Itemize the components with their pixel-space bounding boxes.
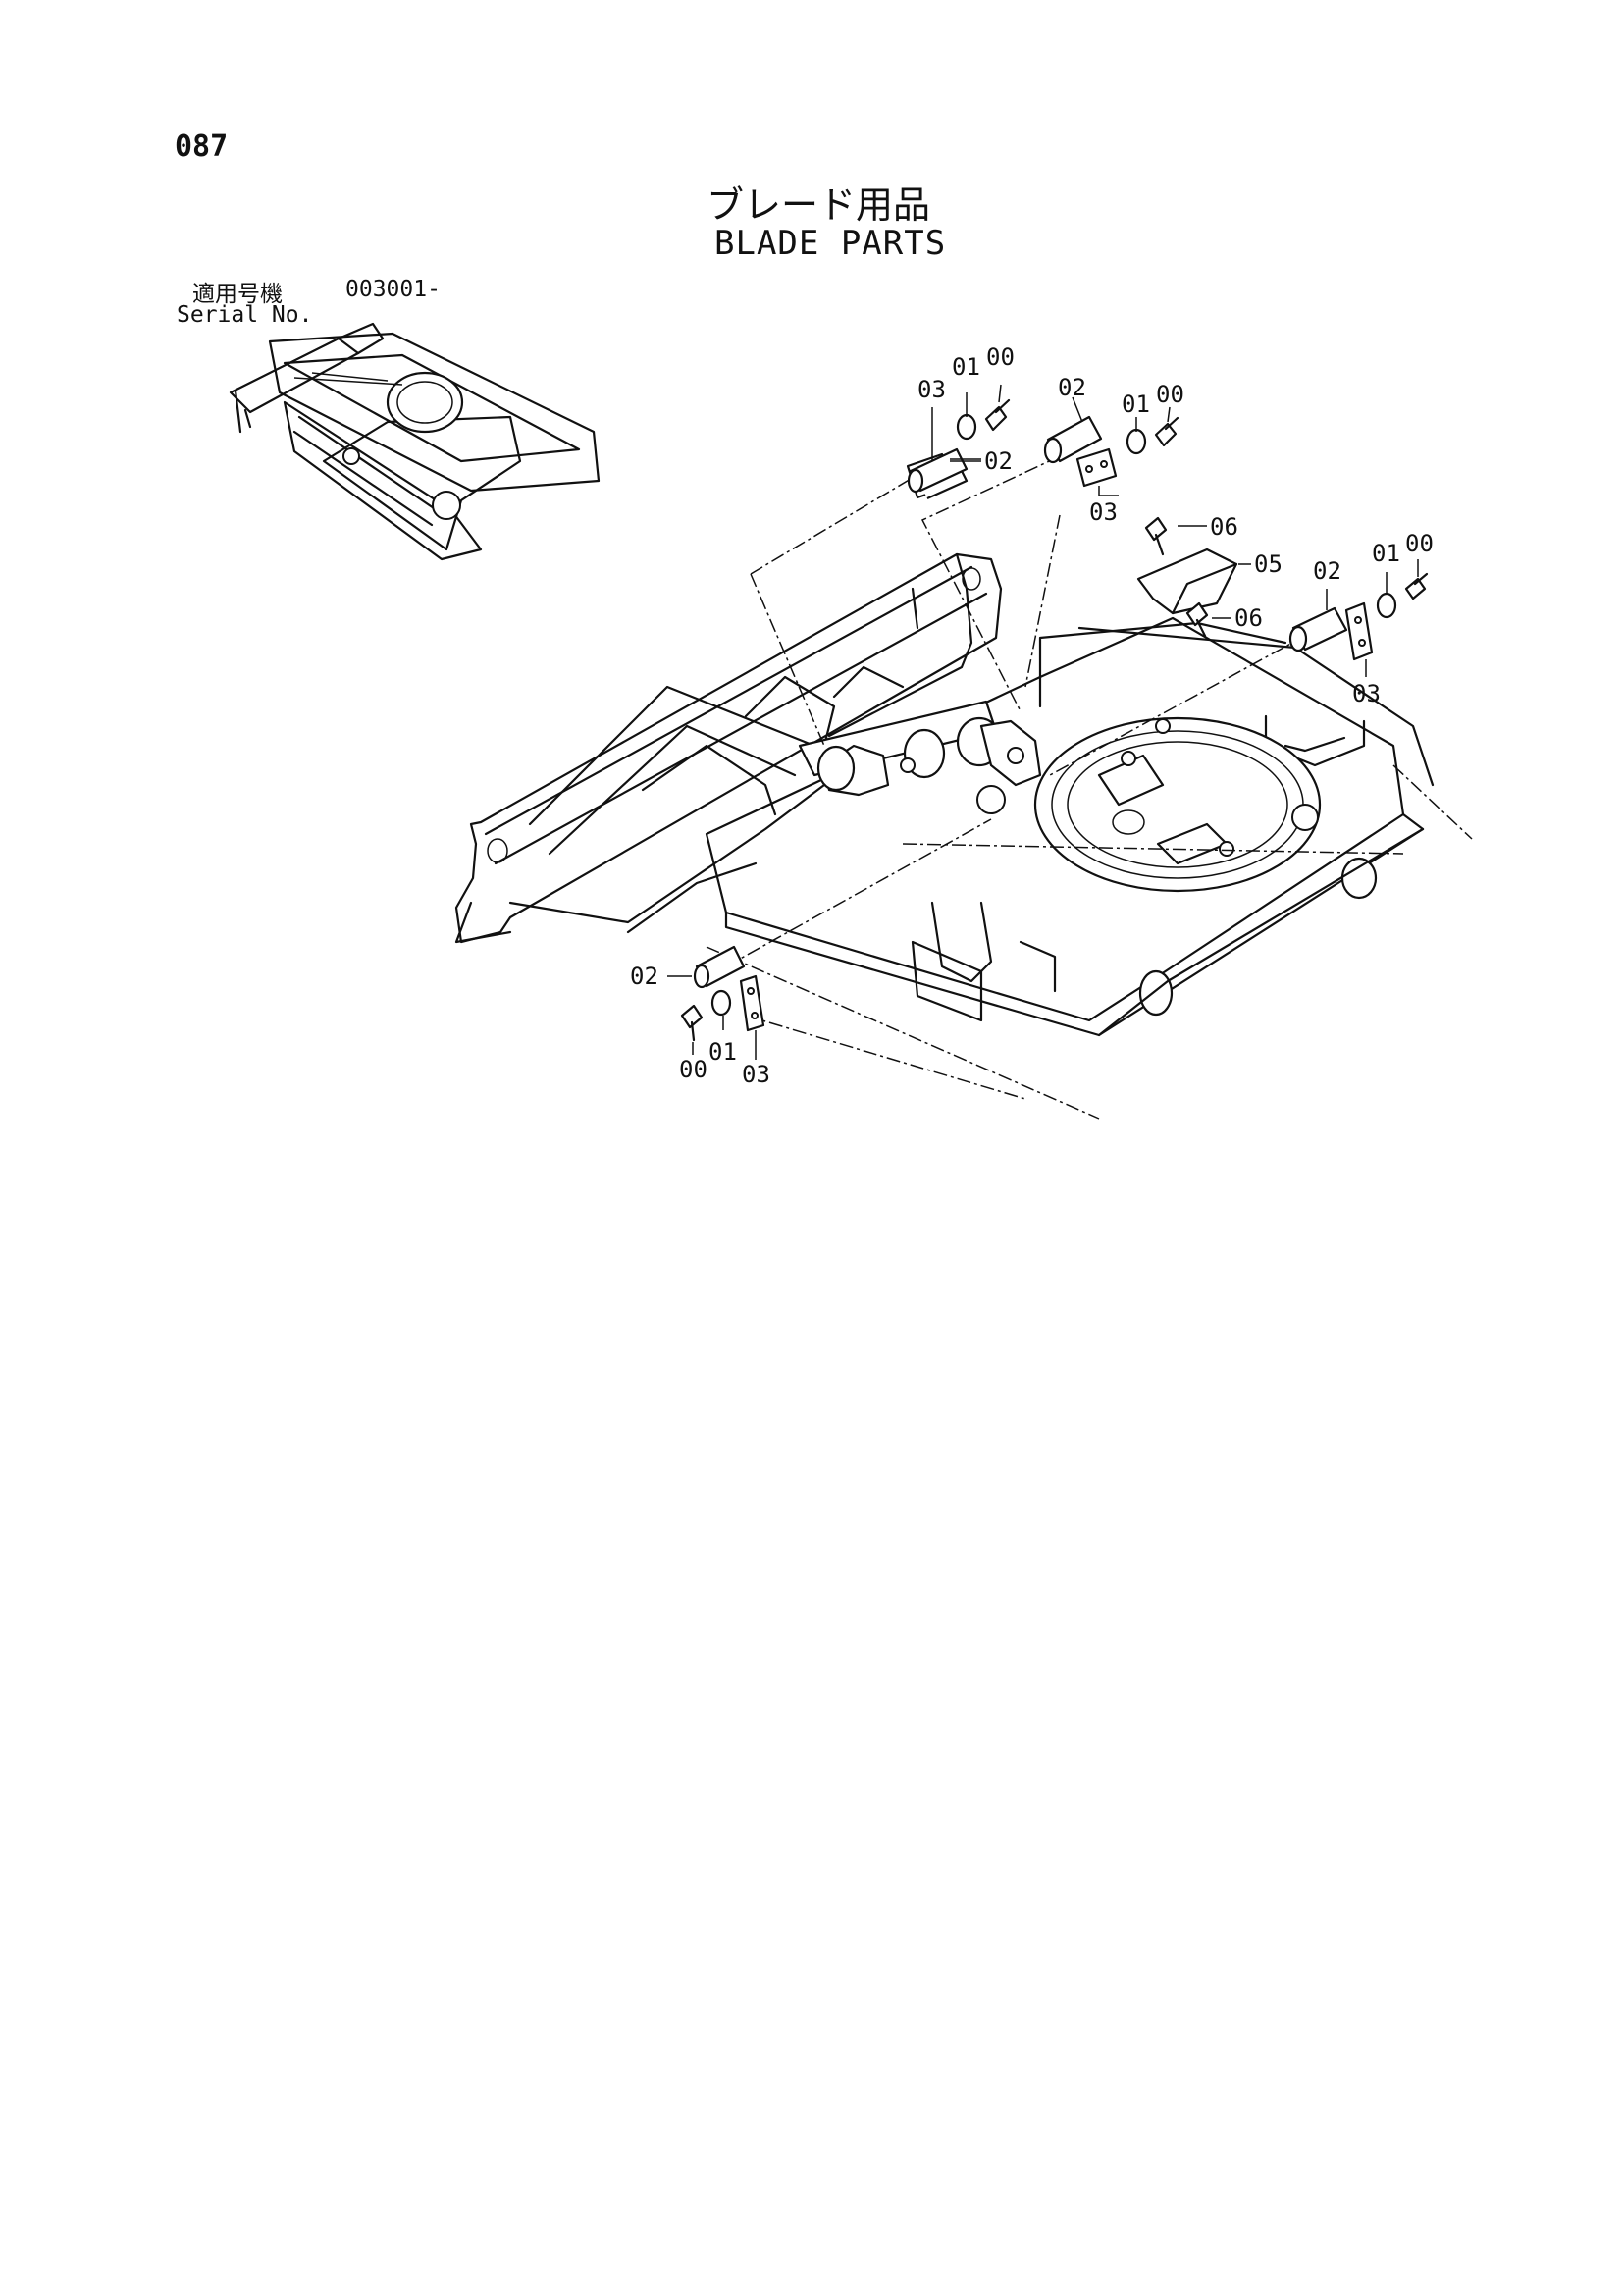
callout-label: 03 [917, 376, 946, 403]
leader-lines [706, 455, 1473, 1120]
pin-assembly-top-center [1043, 415, 1179, 488]
callout-label: 06 [1210, 513, 1238, 541]
callout-label: 00 [1156, 381, 1184, 408]
blade-cylinder [798, 700, 1042, 797]
callout-label: 01 [1122, 391, 1150, 418]
serial-label-english: Serial No. [177, 302, 313, 328]
callout-label: 03 [1352, 680, 1381, 707]
machine-frame [454, 552, 1435, 1037]
callout-label: 00 [679, 1056, 707, 1083]
pin-assembly-bottom-left [680, 945, 765, 1042]
serial-label-japanese: 適用号機 [192, 282, 283, 307]
callout-label: 02 [1313, 557, 1341, 585]
callout-label: 00 [1405, 530, 1434, 557]
pin-assembly-right [1288, 572, 1429, 661]
undercarriage-thumbnail [229, 322, 601, 561]
callout-label: 01 [1372, 540, 1400, 567]
page-title-japanese: ブレード用品 [707, 183, 931, 227]
callout-label: 01 [708, 1038, 737, 1066]
callout-label: 05 [1254, 550, 1283, 578]
callout-label: 03 [1089, 498, 1118, 526]
callout-label: 01 [952, 353, 980, 381]
serial-number: 003001- [345, 277, 441, 302]
callout-label: 02 [1058, 374, 1086, 401]
callout-leaders [667, 384, 1419, 1060]
callout-label: 02 [630, 963, 658, 990]
pin-assembly-top-left [906, 398, 1011, 500]
bracket-assembly [1136, 516, 1238, 638]
page-title-english: BLADE PARTS [714, 224, 947, 263]
part-callouts: 03 01 00 02 02 01 00 03 06 05 06 02 01 0… [630, 343, 1434, 1088]
page-number: 087 [175, 130, 229, 164]
callout-label: 02 [984, 447, 1013, 475]
callout-label: 06 [1234, 604, 1263, 632]
callout-label: 00 [986, 343, 1015, 371]
callout-label: 03 [742, 1061, 770, 1088]
